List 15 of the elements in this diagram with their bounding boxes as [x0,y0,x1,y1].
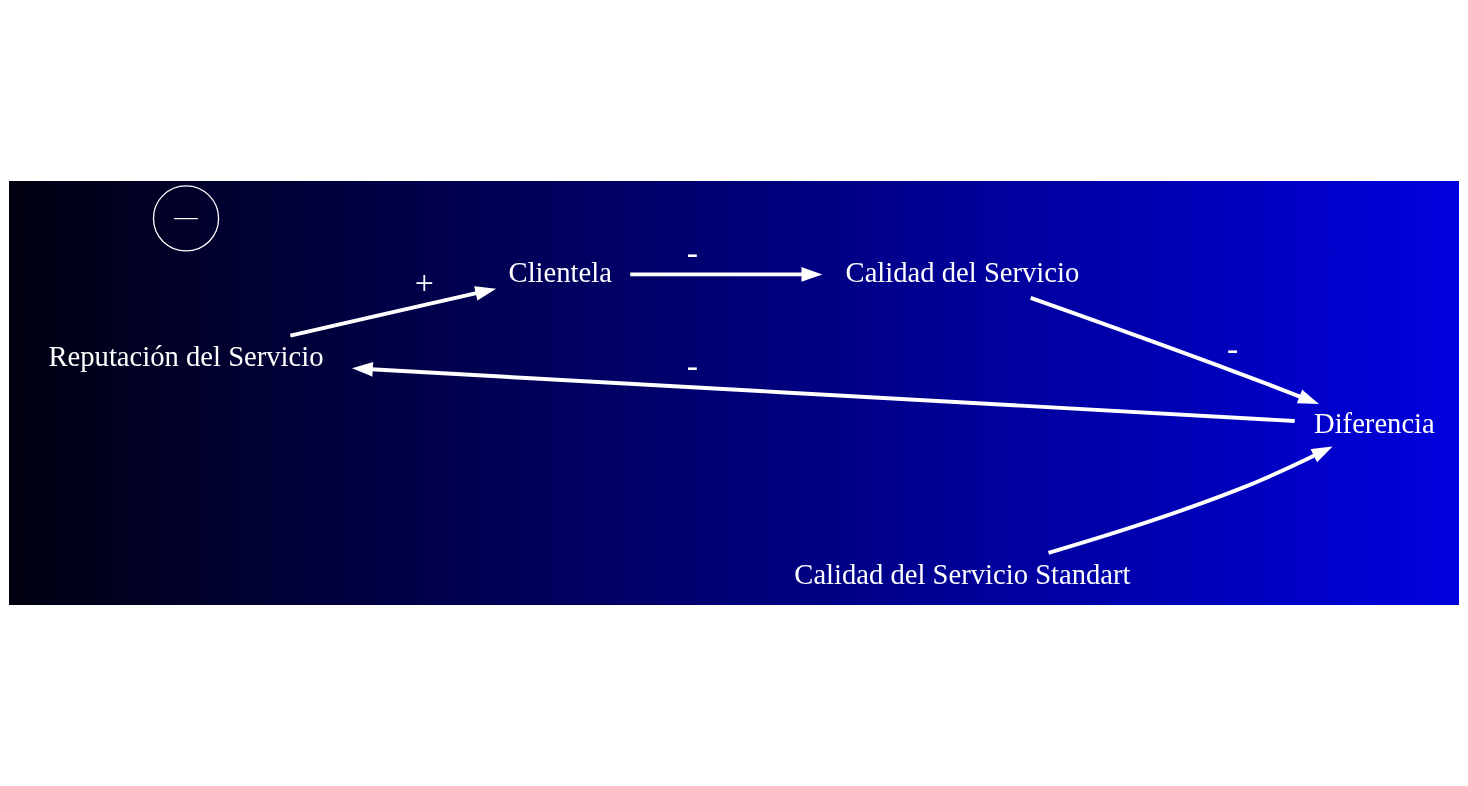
node-text: Calidad del Servicio Standart [794,557,1131,590]
edge-label: - [686,346,698,384]
node-text: Reputación del Servicio [48,340,324,373]
label: — [174,203,198,230]
node-text: Clientela [508,255,612,288]
arrow [1030,296,1319,404]
node-text: Calidad del Servicio [845,255,1080,288]
edge-label: + [414,263,434,301]
node-text: Diferencia [1314,406,1435,439]
arrow [289,286,497,338]
edge-label: - [1226,330,1239,368]
arrow [1047,446,1333,555]
edge-label: - [686,233,698,271]
arrow [351,362,1295,423]
arrow [630,267,823,282]
